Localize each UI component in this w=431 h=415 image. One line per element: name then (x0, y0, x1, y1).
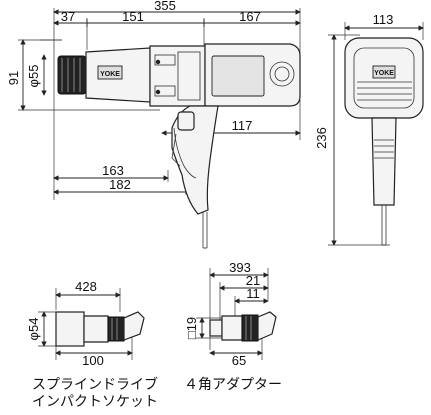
dim-163-label: 163 (102, 163, 124, 178)
dim-11-label: 11 (246, 286, 260, 301)
dim-393-label: 393 (229, 260, 251, 275)
dim-428-label: 428 (75, 279, 97, 294)
dim-rear-label: 167 (239, 9, 261, 24)
dimension-labels: 355 37 151 167 91 φ55 117 163 182 113 23… (6, 0, 394, 368)
adapter-caption: ４角アダプター (184, 376, 282, 392)
dim-overall-label: 355 (154, 0, 176, 13)
dim-side-height-label: 236 (314, 127, 329, 149)
main-view (18, 8, 301, 249)
dim-65-label: 65 (232, 353, 246, 368)
brand-logo: YOKE (100, 71, 120, 78)
spline-socket-caption-line1: スプラインドライブ (32, 376, 158, 392)
dim-nose-diameter-label: φ55 (26, 65, 41, 88)
trigger (177, 111, 195, 131)
side-brand-logo: YOKE (374, 70, 394, 77)
dim-middle-label: 151 (122, 9, 144, 24)
side-view (328, 22, 424, 246)
dim-side-width-label: 113 (373, 12, 394, 27)
spline-socket-drawing (38, 288, 145, 360)
side-grip (371, 117, 397, 206)
dim-182-label: 182 (109, 177, 131, 192)
label-panel (211, 55, 265, 97)
dim-front-label: 37 (61, 9, 75, 24)
brand-logo-plate (97, 65, 123, 80)
adapter-square-drive (209, 319, 223, 337)
dim-117-label: 117 (232, 118, 253, 133)
rear-knob (269, 61, 295, 87)
dim-square-label: □19 (184, 317, 199, 339)
dim-socket-diameter-label: φ54 (26, 318, 41, 341)
side-brand-logo-plate (372, 65, 396, 79)
adapter-drawing (196, 268, 277, 360)
dim-height-label: 91 (6, 71, 21, 85)
spline-socket-caption-line2: インパクトソケット (32, 393, 158, 409)
pistol-grip (171, 105, 219, 215)
socket-head (55, 311, 85, 347)
dim-100-label: 100 (82, 353, 104, 368)
dim-21-label: 21 (246, 273, 260, 288)
